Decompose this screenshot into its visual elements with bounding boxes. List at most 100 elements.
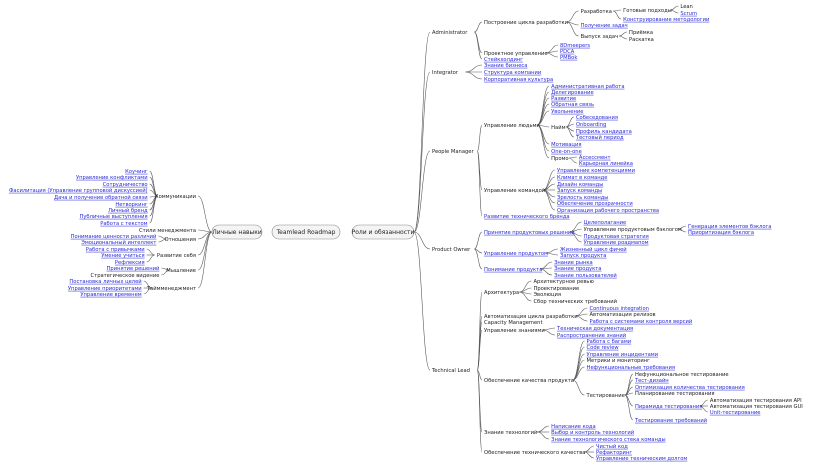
node-рефакторинг[interactable]: Рефакторинг	[596, 450, 632, 456]
node-мотивация[interactable]: Мотивация	[551, 142, 581, 148]
node-зрелость-команды[interactable]: Зрелость команды	[557, 195, 608, 201]
node-стратегическое-видение: Стратегическое видение	[91, 273, 160, 279]
node-знание-рынка[interactable]: Знание рынка	[554, 260, 593, 266]
node-принятие-решений[interactable]: Принятие решений	[107, 265, 160, 272]
node-чистый-код[interactable]: Чистый код	[596, 443, 628, 450]
node-нефункциональное-тестирование: Нефункциональное тестирование	[635, 372, 729, 378]
node-профиль-кандидата[interactable]: Профиль кандидата	[576, 129, 632, 135]
node-pdca[interactable]: PDCA	[560, 49, 575, 55]
node-рефлексия[interactable]: Рефлексия	[115, 260, 145, 266]
node-unit-тестирование[interactable]: Unit-тестирование	[710, 410, 761, 416]
node-написание-кода[interactable]: Написание кода	[551, 424, 596, 430]
node-получение-задач[interactable]: Получение задач	[581, 23, 628, 29]
node-фасилитация-управление-групповой-дискусс[interactable]: Фасилитация (Управление групповой дискус…	[9, 187, 148, 194]
node-обратная-связь[interactable]: Обратная связь	[551, 102, 594, 108]
node-личный-бренд[interactable]: Личный бренд	[108, 207, 148, 214]
node-техническая-документация[interactable]: Техническая документация	[556, 326, 633, 332]
node-code-review[interactable]: Code review	[587, 345, 620, 351]
node-управление-компетенциями[interactable]: Управление компетенциями	[557, 168, 635, 174]
node-обеспечение-прозрачности[interactable]: Обеспечение прозрачности	[557, 201, 633, 207]
right-main-node[interactable]: Роли и обязанности	[352, 224, 415, 240]
node-конструирование-методологии[interactable]: Конструирование методологии	[623, 17, 709, 23]
node-lean: Lean	[680, 4, 692, 10]
node-выбор-и-контроль-технологий[interactable]: Выбор и контроль технологий	[551, 429, 634, 436]
node-развитие-технического-бренда[interactable]: Развитие технического бренда	[484, 214, 570, 220]
node-целеполагание[interactable]: Целеполагание	[584, 220, 627, 226]
node-оптимизация-количества-тестирования[interactable]: Оптимизация количества тестирования	[635, 385, 745, 391]
node-сотрудничество[interactable]: Сотрудничество	[103, 182, 148, 188]
node-собеседования[interactable]: Собеседования	[576, 115, 618, 121]
node-работа-с-текстом[interactable]: Работа с текстом	[100, 221, 147, 227]
node-стейкхолдинг[interactable]: Стейкхолдинг	[484, 56, 523, 63]
node-продуктовая-стратегия[interactable]: Продуктовая стратегия	[584, 234, 649, 240]
node-обеспечение-технического-качества: Обеспечение технического качества	[484, 450, 585, 456]
node-пирамида-тестирования[interactable]: Пирамида тестирования	[635, 404, 703, 410]
node-работа-с-системами-контроля-версий[interactable]: Работа с системами контроля версий	[590, 318, 693, 325]
connector-line	[572, 346, 585, 381]
left-main-node[interactable]: Личные навыки	[211, 224, 263, 240]
node-работа-с-привычками[interactable]: Работа с привычками	[86, 247, 145, 253]
node-увольнение[interactable]: Увольнение	[551, 109, 583, 115]
connector-line	[545, 52, 559, 58]
node-постановка-личных-целей[interactable]: Постановка личных целей	[69, 278, 141, 285]
node-управление-продуктом[interactable]: Управление продуктом	[484, 251, 548, 257]
node-эмоциональный-интеллект[interactable]: Эмоциональный интеллект	[81, 239, 156, 246]
node-scrum[interactable]: Scrum	[680, 11, 697, 17]
node-capacity-management: Capacity Management	[484, 320, 543, 326]
node-тестовый-период[interactable]: Тестовый период	[575, 134, 624, 141]
connector-line	[413, 231, 431, 371]
node-автоматизация-релизов: Автоматизация релизов	[590, 312, 656, 318]
node-административная-работа[interactable]: Административная работа	[551, 84, 624, 90]
node-организация-рабочего-пространства[interactable]: Организация рабочего пространства	[557, 208, 659, 214]
node-понимание-ценности-различий[interactable]: Понимание ценности различий	[71, 233, 157, 240]
node-тест-дизайн[interactable]: Тест-дизайн	[634, 377, 669, 384]
node-коучинг[interactable]: Коучинг	[125, 169, 148, 175]
node-развитие-себя: Развитие себя	[157, 253, 196, 259]
node-принятие-продуктовых-решений[interactable]: Принятие продуктовых решений	[484, 229, 575, 236]
node-делегирование[interactable]: Делегирование	[551, 90, 594, 96]
node-управление-конфликтами[interactable]: Управление конфликтами	[76, 175, 148, 181]
node-управление-роадмапом[interactable]: Управление роадмапом	[584, 240, 649, 246]
node-сбор-технических-требований: Сбор технических требований	[533, 298, 617, 305]
node-тестирование-требований[interactable]: Тестирование требований	[634, 417, 707, 424]
center-node[interactable]: Teamlead Roadmap	[271, 224, 341, 240]
node-управление-приоритетами[interactable]: Управление приоритетами	[68, 286, 142, 292]
node-приоритизация-бэклога[interactable]: Приоритизация бэклога	[688, 230, 754, 236]
node-pmbok[interactable]: PMBok	[560, 55, 577, 61]
node-жизненный-цикл-фичей[interactable]: Жизненный цикл фичей	[560, 246, 627, 253]
node-развитие[interactable]: Развитие	[551, 96, 576, 102]
node-нетворкинг[interactable]: Нетворкинг	[115, 202, 148, 208]
node-continuous-integration[interactable]: Continuous integration	[590, 306, 649, 312]
node-запуск-команды[interactable]: Запуск команды	[557, 188, 602, 194]
node-умение-учиться[interactable]: Умение учиться	[101, 253, 144, 259]
node-запуск-продукта[interactable]: Запуск продукта	[560, 253, 606, 259]
node-генерация-элементов-бэклога[interactable]: Генерация элементов бэклога	[688, 224, 771, 230]
node-знание-бизнеса[interactable]: Знание бизнеса	[484, 63, 527, 69]
node-знание-продукта[interactable]: Знание продукта	[554, 266, 601, 272]
node-знание-пользователей[interactable]: Знание пользователей	[554, 272, 617, 279]
node-распространение-знаний[interactable]: Распространение знаний	[557, 332, 626, 339]
node-карьерная-линейка[interactable]: Карьерная линейка	[579, 160, 633, 167]
connector-line	[536, 91, 550, 126]
node-промо: Промо	[551, 156, 568, 162]
node-нефункциональные-требования[interactable]: Нефункциональные требования	[587, 365, 675, 371]
node-понимание-продукта[interactable]: Понимание продукта	[484, 267, 542, 273]
connector-line	[543, 329, 556, 336]
node-структура-компании[interactable]: Структура компании	[484, 70, 541, 76]
node-дача-и-получение-обратной-связи[interactable]: Дача и получение обратной связи	[54, 194, 148, 201]
connector-line	[572, 379, 585, 396]
node-one-on-one[interactable]: One-on-one	[551, 149, 582, 155]
node-публичные-выступления[interactable]: Публичные выступления	[79, 214, 147, 220]
node-дизайн-команды[interactable]: Дизайн команды	[557, 181, 603, 188]
node-8dmeepers[interactable]: 8Dmeepers	[560, 43, 590, 49]
node-управление-инцидентами[interactable]: Управление инцидентами	[587, 352, 659, 358]
node-корпоративная-культура[interactable]: Корпоративная культура	[484, 77, 553, 83]
node-ассессмент[interactable]: Ассессмент	[579, 155, 611, 161]
node-управление-временем[interactable]: Управление временем	[80, 292, 141, 298]
node-управление-техническим-долгом[interactable]: Управление техническим долгом	[596, 456, 687, 462]
node-знание-технологического-стека-команды[interactable]: Знание технологического стека команды	[551, 437, 665, 443]
node-климат-в-команде[interactable]: Климат в команде	[557, 175, 607, 181]
node-работа-с-багами[interactable]: Работа с багами	[587, 339, 632, 345]
connector-line	[568, 156, 577, 159]
node-onboarding[interactable]: Onboarding	[576, 122, 606, 128]
